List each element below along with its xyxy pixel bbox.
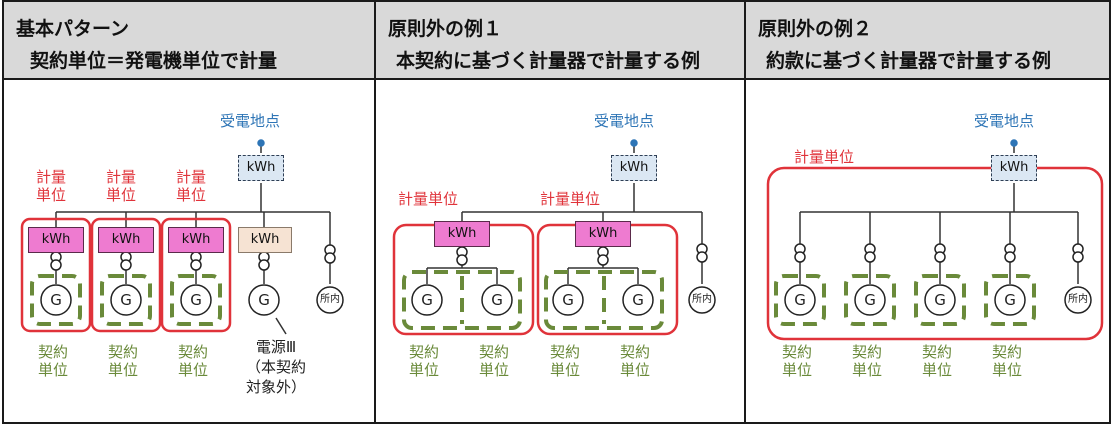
contract-unit-label: 契約単位 — [992, 343, 1023, 379]
panel-title: 原則外の例１ — [388, 18, 503, 40]
contract-unit-label: 契約単位 — [852, 343, 883, 379]
contract-unit-label: 契約単位 — [922, 343, 953, 379]
panel2-contract-unit-boxes — [402, 270, 664, 330]
generator-symbol: G — [934, 291, 946, 309]
meter-unit-label: 計量単位 — [106, 168, 137, 204]
panel-subtitle: 本契約に基づく計量器で計量する例 — [396, 50, 701, 72]
receiving-point-label: 受電地点 — [220, 112, 281, 130]
contract-unit-label: 契約単位 — [38, 343, 69, 379]
panel-header: 基本パターン 契約単位＝発電機単位で計量 — [4, 2, 374, 80]
generator-meter: kWh — [168, 227, 224, 253]
generator-symbol: G — [421, 291, 433, 309]
station-service-label: 所内 — [1068, 294, 1088, 305]
receiving-point-label: 受電地点 — [594, 112, 655, 130]
meter-unit-label: 計量単位 — [36, 168, 67, 204]
panel-subtitle: 約款に基づく計量器で計量する例 — [766, 50, 1052, 72]
panel-title: 原則外の例２ — [758, 18, 873, 40]
contract-unit-label: 契約単位 — [409, 343, 440, 379]
generator-meter: kWh — [28, 227, 84, 253]
panel1-generators — [40, 284, 344, 316]
meter-unit-label: 計量単位 — [794, 148, 855, 166]
panel3-generators — [784, 284, 1092, 316]
contract-unit-label: 契約単位 — [620, 343, 651, 379]
meter-unit-label: 計量単位 — [176, 168, 207, 204]
generator-symbol: G — [50, 291, 62, 309]
receiving-meter: kWh — [238, 155, 284, 181]
excluded-source-note: 電源Ⅲ （本契約 対象外） — [246, 338, 307, 396]
contract-unit-label: 契約単位 — [479, 343, 510, 379]
generator-symbol: G — [632, 291, 644, 309]
panel1-meter-unit-boxes — [20, 217, 232, 333]
receiving-meter: kWh — [991, 155, 1037, 181]
generator-symbol: G — [562, 291, 574, 309]
contract-unit-label: 契約単位 — [178, 343, 209, 379]
generator-meter: kWh — [98, 227, 154, 253]
panel3-wiring — [799, 139, 1079, 284]
station-service-label: 所内 — [692, 294, 712, 305]
contract-unit-label: 契約単位 — [782, 343, 813, 379]
panel-subtitle: 契約単位＝発電機単位で計量 — [30, 50, 278, 72]
generator-symbol: G — [190, 291, 202, 309]
generator-symbol: G — [864, 291, 876, 309]
meter-unit-label: 計量単位 — [398, 190, 459, 208]
panel2-wiring — [426, 139, 703, 284]
generator-symbol: G — [794, 291, 806, 309]
panel-header: 原則外の例２ 約款に基づく計量器で計量する例 — [746, 2, 1109, 80]
generator-symbol: G — [120, 291, 132, 309]
receiving-meter: kWh — [611, 155, 657, 181]
panel3-meter-unit-box — [766, 166, 1104, 341]
excluded-meter: kWh — [238, 227, 292, 253]
panel-title: 基本パターン — [16, 18, 130, 40]
generator-symbol: G — [1004, 291, 1016, 309]
contract-unit-label: 契約単位 — [550, 343, 581, 379]
contract-unit-label: 契約単位 — [108, 343, 139, 379]
panel-header: 原則外の例１ 本契約に基づく計量器で計量する例 — [376, 2, 744, 80]
meter-unit-label: 計量単位 — [540, 190, 601, 208]
generator-symbol: G — [258, 291, 270, 309]
group-meter: kWh — [575, 221, 631, 247]
panel2-generators — [411, 284, 716, 316]
station-service-label: 所内 — [320, 294, 340, 305]
generator-symbol: G — [491, 291, 503, 309]
group-meter: kWh — [434, 221, 490, 247]
receiving-point-label: 受電地点 — [974, 112, 1035, 130]
